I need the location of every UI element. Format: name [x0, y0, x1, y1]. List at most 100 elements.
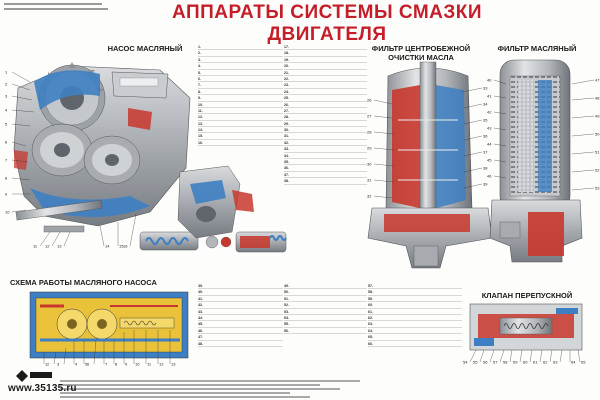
callout-leader [11, 177, 31, 181]
callout-number: 14 [105, 243, 110, 248]
legend-entry: 61. [368, 309, 462, 315]
callout-leader [571, 133, 595, 137]
legend-entry-number: 20. [284, 64, 289, 69]
callout-number: 35 [483, 117, 488, 122]
callout-number: 51 [595, 149, 600, 154]
centrifugal-filter-illustration [367, 61, 493, 269]
callout-leader [493, 127, 507, 131]
callout-leader [11, 95, 33, 101]
callout-leader [469, 349, 477, 363]
legend-entry: 66. [368, 341, 462, 347]
callout-number: 11 [33, 243, 38, 248]
callout-leader [129, 213, 137, 247]
callout-number: 34 [483, 101, 488, 106]
callout-number: 27 [367, 113, 372, 118]
legend-entry-number: 52. [284, 303, 289, 308]
legend-entry-number: 31. [284, 134, 289, 139]
callout-number: 7 [5, 157, 8, 162]
legend-col3-bottom: 57.58.59.60.61.62.63.64.65.66. [368, 283, 462, 347]
callout-leader [571, 187, 595, 191]
callout-leader [493, 95, 507, 99]
callout-number: 61 [533, 359, 538, 364]
legend-entry: 64. [368, 328, 462, 335]
callout-number: 12 [45, 243, 50, 248]
legend-entry: 5. [198, 70, 283, 76]
legend-entry-number: 15. [198, 134, 203, 139]
legend-entry-number: 10. [198, 102, 203, 107]
legend-entry-number: 39. [198, 284, 203, 288]
callout-number: 49 [595, 113, 600, 118]
legend-entry-number: 11. [198, 108, 203, 113]
legend-entry: 37. [284, 172, 367, 179]
legend-entry-number: 26. [284, 102, 289, 107]
legend-entry-number: 2. [198, 51, 201, 56]
legend-entry: 14. [198, 127, 283, 134]
legend-entry: 40. [198, 289, 283, 296]
legend-entry-number: 27. [284, 108, 289, 113]
callout-leader [559, 349, 563, 363]
callout-number: 8 [5, 175, 8, 180]
legend-entry: 58. [368, 289, 462, 296]
callout-leader [11, 123, 31, 127]
legend-entry-number: 33. [284, 147, 289, 152]
legend-entry: 65. [368, 334, 462, 341]
callout-leader [493, 175, 507, 179]
legend-entry-number: 16. [198, 140, 203, 145]
callout-number: 5 [85, 361, 88, 366]
callout-number: 58 [503, 359, 508, 364]
legend-entry-number: 17. [284, 45, 289, 49]
callout-number: 1 [5, 69, 8, 74]
legend-entry: 24. [284, 89, 367, 96]
legend-entry: 17. [284, 44, 367, 51]
legend-entry: 1. [198, 44, 283, 51]
legend-entry: 54. [284, 315, 367, 322]
legend-col2-top: 17.18.19.20.21.22.23.24.25.26.27.28.29.3… [284, 44, 367, 185]
callout-leader [489, 349, 495, 363]
legend-entry: 49. [284, 283, 367, 290]
centrifugal-filter-heading: ФИЛЬТР ЦЕНТРОБЕЖНОЙ ОЧИСТКИ МАСЛА [368, 44, 474, 62]
legend-entry: 52. [284, 302, 367, 309]
callout-leader [493, 143, 507, 147]
legend-entry: 55. [284, 321, 367, 328]
legend-entry-number: 24. [284, 89, 289, 94]
legend-entry-number: 36. [284, 166, 289, 171]
oil-pump-illustration [13, 62, 287, 253]
legend-entry: 41. [198, 296, 283, 303]
legend-entry-number: 48. [198, 341, 203, 346]
legend-entry: 10. [198, 102, 283, 108]
legend-entry: 42. [198, 302, 283, 309]
bypass-valve-illustration [469, 303, 583, 351]
legend-entry-number: 13. [198, 121, 203, 126]
legend-entry-number: 37. [284, 172, 289, 177]
callout-number: 8 [115, 361, 118, 366]
legend-entry-number: 18. [284, 51, 289, 56]
callout-number: 10 [135, 361, 140, 366]
legend-entry-number: 14. [198, 128, 203, 133]
callout-number: 59 [513, 359, 518, 364]
legend-entry-number: 49. [284, 284, 289, 288]
callout-leader [509, 349, 513, 363]
callout-number: 29 [367, 145, 372, 150]
callout-leader [549, 349, 553, 363]
callout-number: 54 [463, 359, 468, 364]
callout-number: 56 [483, 359, 488, 364]
legend-entry-number: 64. [368, 328, 373, 333]
legend-entry: 57. [368, 283, 462, 290]
legend-entry-number: 28. [284, 115, 289, 120]
legend-entry-number: 61. [368, 309, 373, 314]
legend-entry: 62. [368, 315, 462, 322]
callout-leader [539, 349, 543, 363]
callout-leader [463, 135, 483, 141]
callout-number: 57 [493, 359, 498, 364]
legend-entry: 7. [198, 82, 283, 89]
legend-entry: 36. [284, 165, 367, 172]
legend-entry-number: 23. [284, 83, 289, 88]
callout-leader [571, 79, 595, 85]
legend-entry: 46. [198, 328, 283, 335]
legend-entry: 21. [284, 70, 367, 76]
legend-entry-number: 45. [198, 322, 203, 327]
callout-leader [63, 231, 71, 247]
callout-number: 7 [105, 361, 108, 366]
